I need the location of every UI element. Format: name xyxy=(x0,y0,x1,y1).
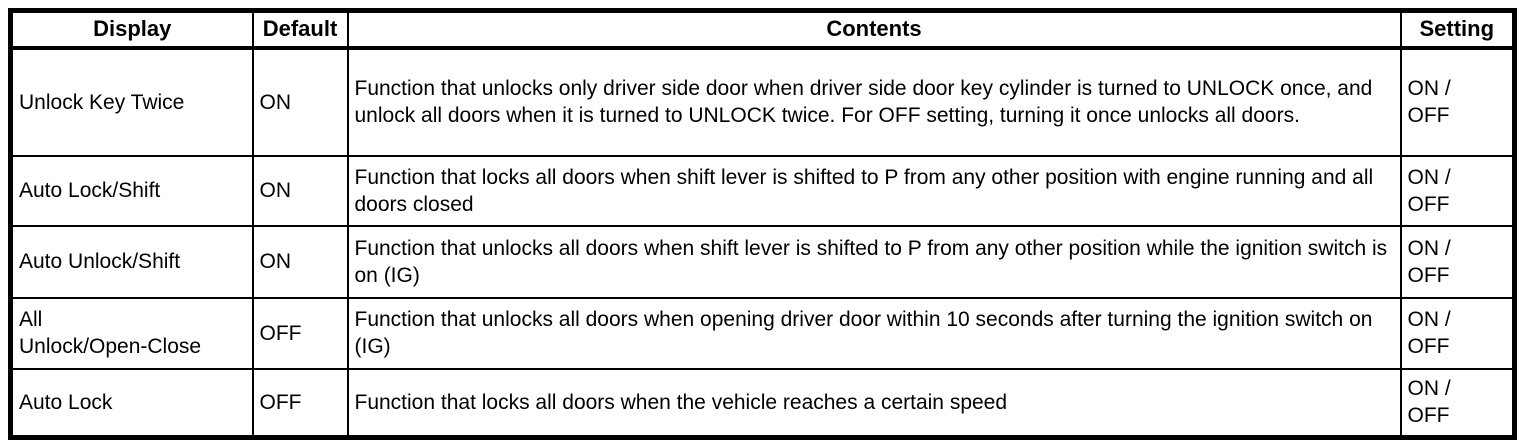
display-cell: Auto Unlock/Shift xyxy=(9,224,254,299)
table-row-auto-lock: Auto Lock OFF Function that locks all do… xyxy=(9,367,1516,439)
table-row-unlock-key-twice: Unlock Key Twice ON Function that unlock… xyxy=(9,46,1516,157)
display-cell: Unlock Key Twice xyxy=(9,46,254,157)
column-header-display: Display xyxy=(9,9,254,50)
default-cell: ON xyxy=(251,224,349,299)
column-header-contents: Contents xyxy=(346,9,1402,50)
column-header-setting: Setting xyxy=(1399,9,1516,50)
default-cell: ON xyxy=(251,46,349,157)
default-cell: OFF xyxy=(251,296,349,370)
contents-cell: Function that unlocks all doors when shi… xyxy=(346,224,1402,299)
setting-cell: ON / OFF xyxy=(1399,46,1516,157)
display-cell: Auto Lock xyxy=(9,367,254,439)
header-row: Display Default Contents Setting xyxy=(9,9,1516,50)
column-header-default: Default xyxy=(251,9,349,50)
contents-cell: Function that locks all doors when the v… xyxy=(346,367,1402,439)
table-row-auto-lock-shift: Auto Lock/Shift ON Function that locks a… xyxy=(9,154,1516,227)
contents-cell: Function that unlocks all doors when ope… xyxy=(346,296,1402,370)
setting-cell: ON / OFF xyxy=(1399,296,1516,370)
contents-cell: Function that unlocks only driver side d… xyxy=(346,46,1402,157)
table-row-all-unlock-open-close: All Unlock/Open-Close OFF Function that … xyxy=(9,296,1516,370)
setting-cell: ON / OFF xyxy=(1399,154,1516,227)
setting-cell: ON / OFF xyxy=(1399,367,1516,439)
display-cell: All Unlock/Open-Close xyxy=(9,296,254,370)
default-cell: ON xyxy=(251,154,349,227)
door-lock-settings-table: Display Default Contents Setting Unlock … xyxy=(8,8,1517,440)
default-cell: OFF xyxy=(251,367,349,439)
setting-cell: ON / OFF xyxy=(1399,224,1516,299)
display-cell: Auto Lock/Shift xyxy=(9,154,254,227)
table-row-auto-unlock-shift: Auto Unlock/Shift ON Function that unloc… xyxy=(9,224,1516,299)
contents-cell: Function that locks all doors when shift… xyxy=(346,154,1402,227)
